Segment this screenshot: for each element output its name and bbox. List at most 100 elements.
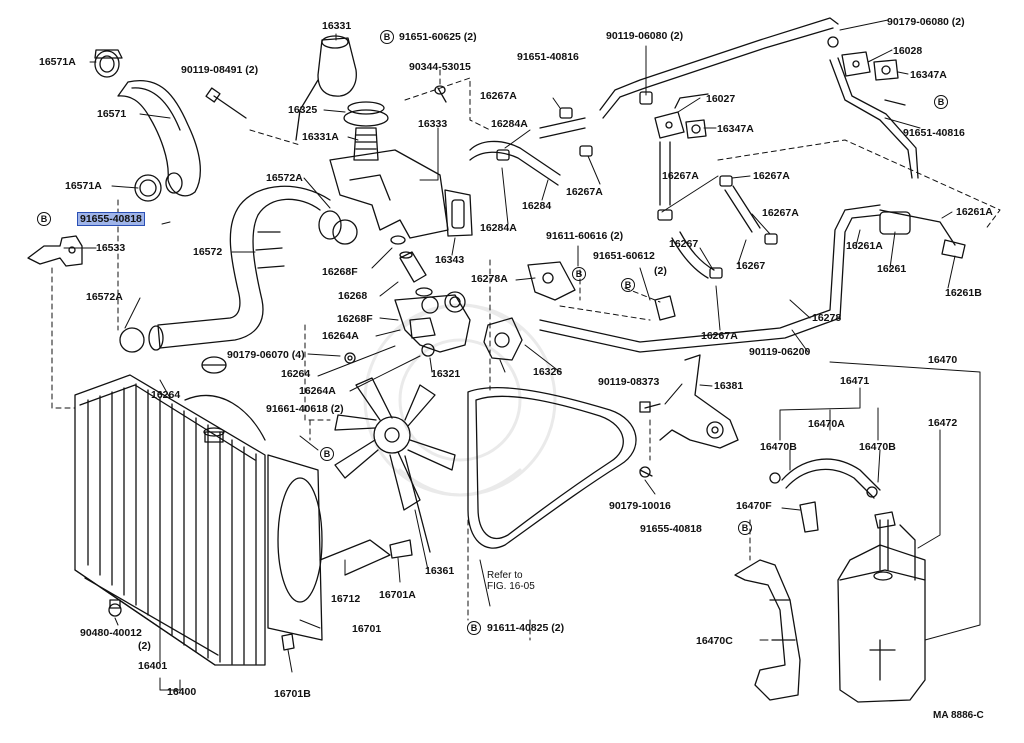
label-16261: 16261 [877,263,907,275]
label-16701: 16701 [352,623,382,635]
bolt-marker-b: B [934,95,948,109]
label-91651-40816-right: 91651-40816 [903,127,965,139]
label-16470f: 16470F [736,500,772,512]
label-90119-08491: 90119-08491 (2) [181,64,259,76]
label-16470b-b: 16470B [859,441,896,453]
bracket-16533 [27,235,83,267]
hose-clamp-mid [134,172,183,202]
label-16472: 16472 [928,417,958,429]
label-16572a-bot: 16572A [86,291,123,303]
label-91651-60625: 91651-60625 (2) [399,31,477,43]
label-16267a-6: 16267A [701,330,738,342]
label-16331: 16331 [322,20,352,32]
label-16381: 16381 [714,380,744,392]
label-16268: 16268 [338,290,368,302]
refer-note-line2[interactable]: FIG. 16-05 [487,581,535,592]
label-16267a-1: 16267A [480,90,517,102]
bolts-small [205,85,447,119]
label-16571a-mid: 16571A [65,180,102,192]
label-16261b: 16261B [945,287,982,299]
label-16571a-top: 16571A [39,56,76,68]
label-90179-06080: 90179-06080 (2) [887,16,965,28]
label-16267a-3: 16267A [662,170,699,182]
label-90480-40012-qty: (2) [138,640,151,652]
label-16325: 16325 [288,104,318,116]
reservoir-bracket [734,501,819,701]
bracket-16278A [527,261,676,321]
label-16701b: 16701B [274,688,311,700]
lower-radiator-hose [119,185,358,353]
label-90119-06200: 90119-06200 [749,346,811,358]
label-16470: 16470 [928,354,958,366]
label-16267-b: 16267 [736,260,766,272]
label-16572: 16572 [193,246,223,258]
water-outlet-assembly [295,35,473,239]
flange-plates [639,36,919,179]
label-16343: 16343 [435,254,465,266]
label-16470c: 16470C [696,635,733,647]
label-16268f-b: 16268F [337,313,373,325]
label-16533: 16533 [96,242,126,254]
label-16284a-a: 16284A [491,118,528,130]
v-belt [467,387,637,549]
label-16470a: 16470A [808,418,845,430]
label-16261a-b: 16261A [846,240,883,252]
label-16331a: 16331A [302,131,339,143]
label-16333: 16333 [418,118,448,130]
label-16284a-b: 16284A [480,222,517,234]
refer-note-line1: Refer to [487,570,523,581]
bolt-marker-b: B [738,521,752,535]
bolt-marker-b: B [467,621,481,635]
cooling-fan [334,377,456,553]
label-91651-40816-top: 91651-40816 [517,51,579,63]
label-16572a-top: 16572A [266,172,303,184]
label-91611-40825: 91611-40825 (2) [487,622,565,634]
leader-lines [63,19,981,691]
label-16471: 16471 [840,375,870,387]
label-90344-53015: 90344-53015 [409,61,471,73]
upper-radiator-hose [117,80,201,197]
heater-pipes [539,17,966,353]
drawing-number: MA 8886-C [933,710,984,721]
bolt-marker-b: B [320,447,334,461]
label-16347a-mid: 16347A [717,123,754,135]
radiator-cap [201,356,227,374]
idler-bracket [639,354,739,478]
water-pump [344,291,471,364]
label-16264: 16264 [281,368,311,380]
label-16278: 16278 [812,312,842,324]
label-16284: 16284 [522,200,552,212]
bolt-marker-b: B [572,267,586,281]
label-91651-60612: 91651-60612 [593,250,655,262]
reservoir-hose [769,458,881,499]
label-16261a-a: 16261A [956,206,993,218]
reservoir-tank [837,511,926,703]
label-16401: 16401 [138,660,168,672]
bypass-pipe [390,235,433,297]
label-16321: 16321 [431,368,461,380]
label-16470b-a: 16470B [760,441,797,453]
label-16268f-a: 16268F [322,266,358,278]
label-90179-10016: 90179-10016 [609,500,671,512]
label-16361: 16361 [425,565,455,577]
label-91655-40818-highlighted[interactable]: 91655-40818 [77,212,145,226]
label-16267a-4: 16267A [753,170,790,182]
pump-gasket [483,317,523,361]
dashed-lines [51,69,1001,641]
label-16267a-2: 16267A [566,186,603,198]
label-90119-06080: 90119-06080 (2) [606,30,684,42]
label-91651-60612-qty: (2) [654,265,667,277]
label-16267a-5: 16267A [762,207,799,219]
label-16347a-top: 16347A [910,69,947,81]
label-16400: 16400 [167,686,197,698]
fan-shroud [184,394,413,651]
label-90480-40012: 90480-40012 [80,627,142,639]
label-90119-08373: 90119-08373 [598,376,660,388]
label-16701a: 16701A [379,589,416,601]
bolt-marker-b: B [621,278,635,292]
label-16264a-b: 16264A [299,385,336,397]
watermark-logo [363,303,557,497]
label-91611-60616: 91611-60616 (2) [546,230,624,242]
label-16264a-a: 16264A [322,330,359,342]
